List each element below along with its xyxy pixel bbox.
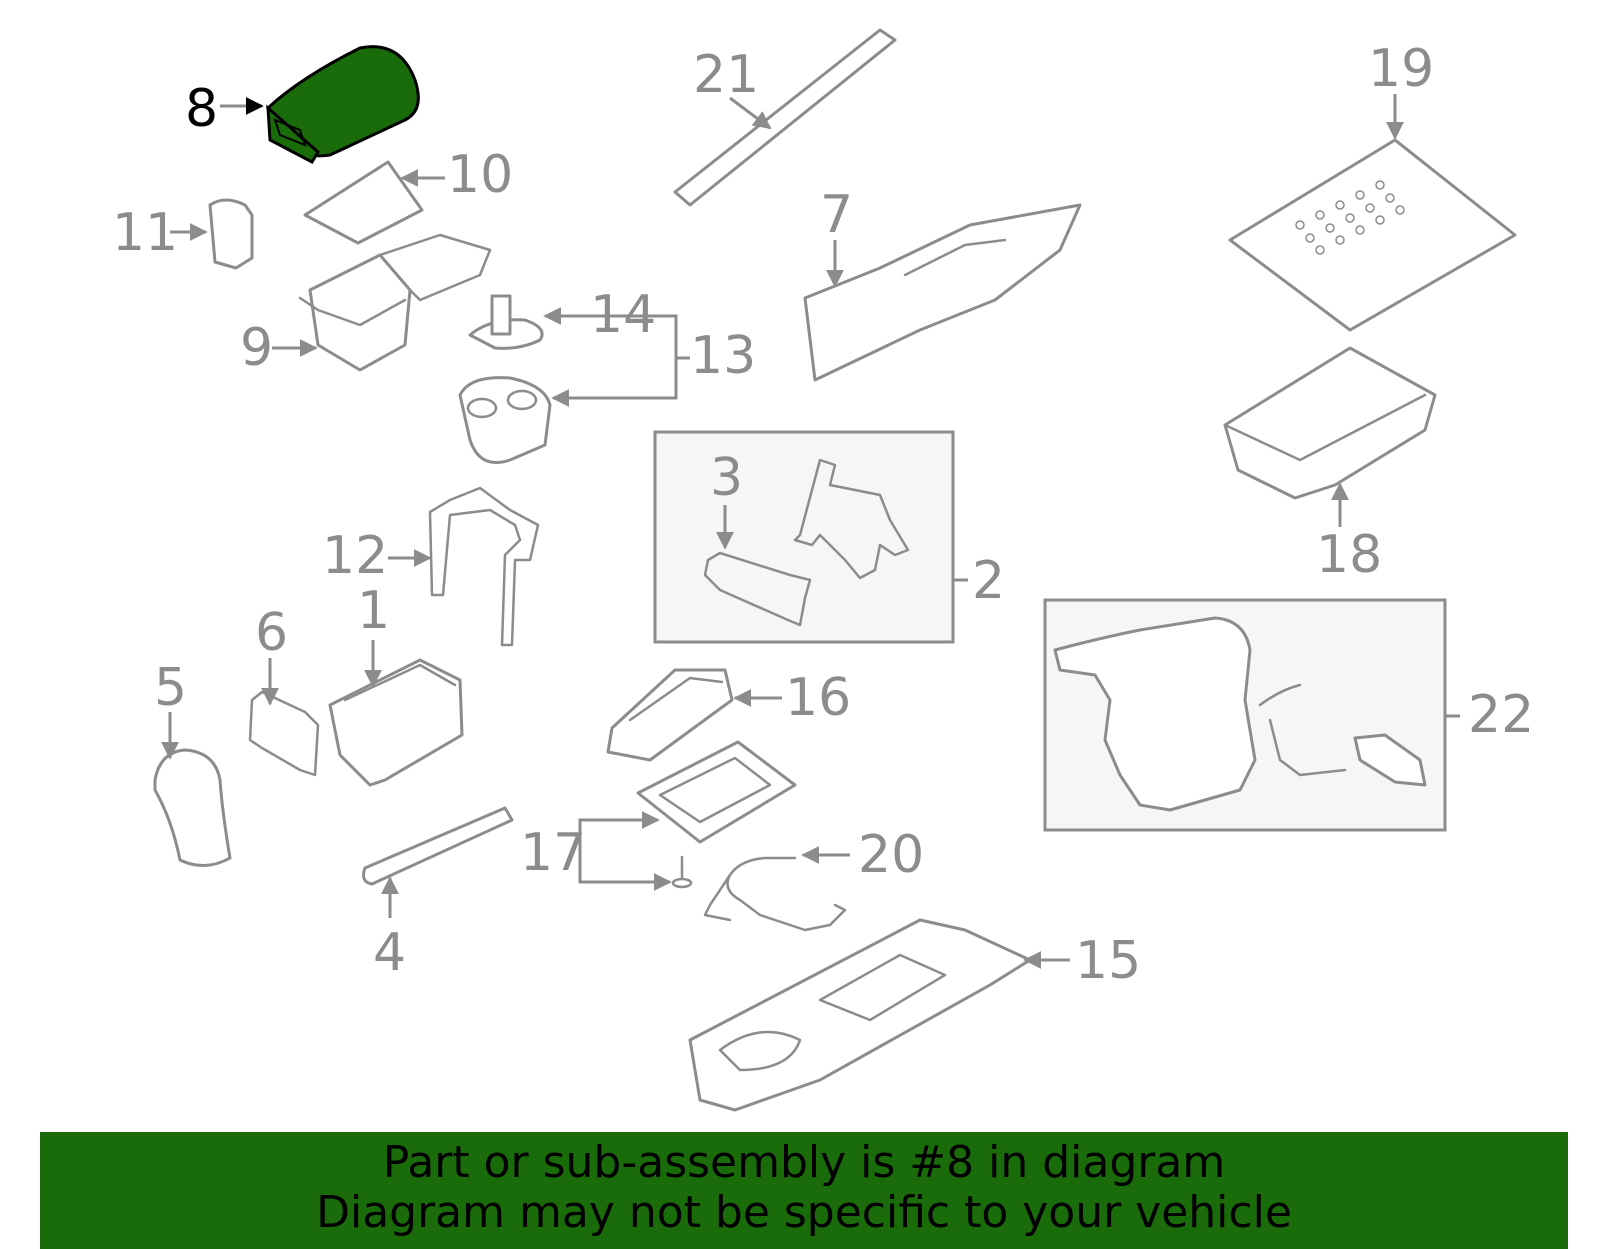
part-16-switch-panel[interactable] — [606, 668, 734, 762]
part-11-bin[interactable] — [208, 198, 254, 270]
part-20-harness[interactable] — [703, 856, 847, 932]
part-12-bracket[interactable] — [428, 486, 540, 647]
banner-line-2: Diagram may not be specific to your vehi… — [316, 1187, 1292, 1238]
parts-diagram: 8 10 11 9 14 13 12 1 6 5 4 21 7 19 18 3 … — [112, 28, 1534, 1112]
callout-5[interactable]: 5 — [154, 658, 187, 718]
callout-16[interactable]: 16 — [785, 668, 851, 728]
part-4-trim-strip[interactable] — [362, 806, 514, 886]
part-6-bracket[interactable] — [248, 690, 320, 777]
callout-labels: 8 10 11 9 14 13 12 1 6 5 4 21 7 19 18 3 … — [112, 39, 1534, 991]
callout-18[interactable]: 18 — [1316, 525, 1382, 585]
part-10-pad[interactable] — [303, 160, 424, 245]
callout-7[interactable]: 7 — [820, 185, 853, 245]
callout-22[interactable]: 22 — [1468, 685, 1534, 745]
part-19-mat[interactable] — [1228, 138, 1517, 332]
part-2-bracket[interactable] — [793, 458, 910, 580]
callout-12[interactable]: 12 — [322, 526, 388, 586]
part-17-bezel[interactable] — [636, 740, 797, 889]
info-banner: Part or sub-assembly is #8 in diagram Di… — [40, 1132, 1568, 1249]
leader-lines — [161, 94, 1460, 969]
callout-6[interactable]: 6 — [255, 603, 288, 663]
part-18-tray[interactable] — [1223, 346, 1437, 500]
callout-19[interactable]: 19 — [1368, 39, 1434, 99]
part-13-cup-holder[interactable] — [458, 376, 552, 464]
banner-line-1: Part or sub-assembly is #8 in diagram — [382, 1137, 1226, 1188]
callout-14[interactable]: 14 — [590, 285, 656, 345]
part-15-console-base[interactable] — [688, 918, 1032, 1112]
callout-3[interactable]: 3 — [710, 448, 743, 508]
callout-4[interactable]: 4 — [373, 923, 406, 983]
callout-11[interactable]: 11 — [112, 203, 178, 263]
part-21-trim[interactable] — [673, 28, 897, 207]
callout-17[interactable]: 17 — [520, 823, 586, 883]
callout-13[interactable]: 13 — [690, 326, 756, 386]
callout-15[interactable]: 15 — [1075, 931, 1141, 991]
callout-9[interactable]: 9 — [240, 318, 273, 378]
part-19-mat-dots — [1295, 180, 1405, 255]
part-1-bin[interactable] — [328, 658, 464, 787]
callout-8[interactable]: 8 — [185, 79, 218, 139]
part-5-shift-knob[interactable] — [153, 748, 232, 867]
callout-10[interactable]: 10 — [447, 145, 513, 205]
part-3-bracket[interactable] — [703, 551, 812, 627]
part-14-cup-insert[interactable] — [468, 294, 544, 350]
part-8-armrest-lid[interactable] — [265, 45, 420, 164]
part-9-console-box[interactable] — [298, 233, 492, 372]
part-7-side-panel[interactable] — [803, 203, 1082, 382]
callout-1[interactable]: 1 — [357, 581, 390, 641]
part-22-shifter-assembly[interactable] — [1053, 616, 1427, 812]
callout-21[interactable]: 21 — [693, 45, 759, 105]
callout-2[interactable]: 2 — [972, 551, 1005, 611]
callout-20[interactable]: 20 — [858, 825, 924, 885]
subassembly-box-2 — [653, 430, 955, 644]
